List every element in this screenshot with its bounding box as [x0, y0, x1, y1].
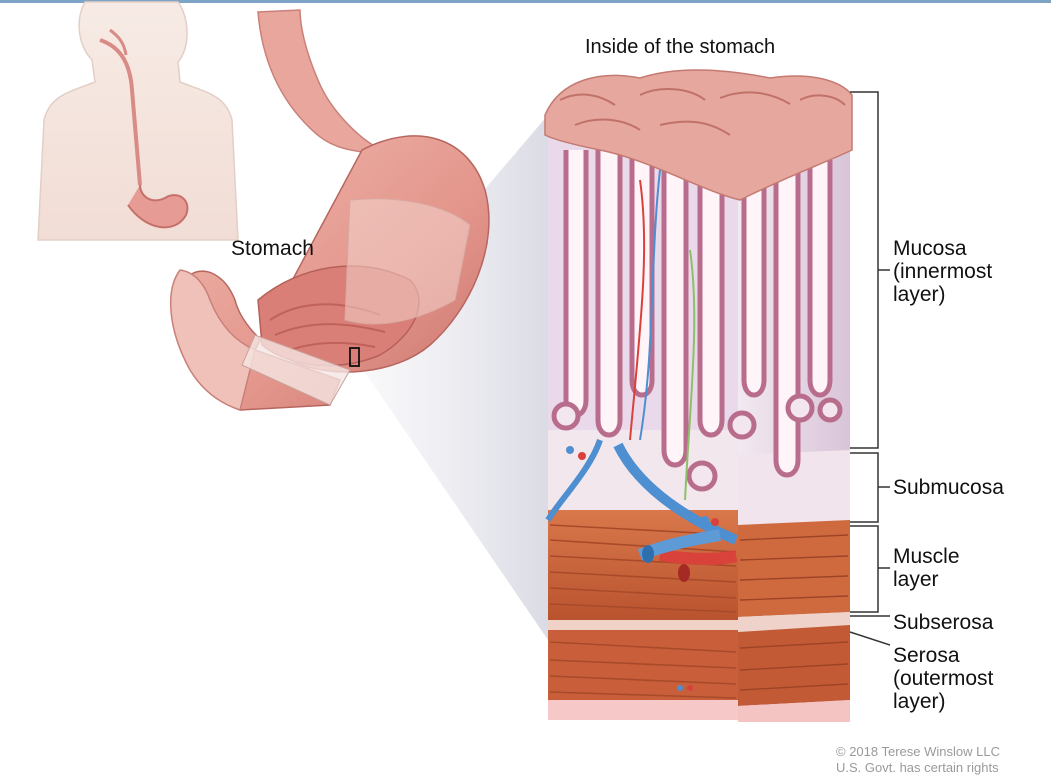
- diagram-title: Inside of the stomach: [585, 36, 776, 58]
- label-stomach: Stomach: [231, 237, 314, 260]
- layer-brackets: [849, 91, 891, 646]
- label-subserosa: Subserosa: [893, 611, 994, 634]
- top-border: [0, 0, 1051, 3]
- torso-figure: [37, 1, 239, 241]
- magnification-cone: [352, 115, 548, 640]
- label-muscle-layer: Muscle layer: [893, 545, 960, 591]
- copyright-credit: © 2018 Terese Winslow LLC U.S. Govt. has…: [836, 744, 1000, 776]
- label-serosa: Serosa (outermost layer): [893, 644, 994, 713]
- label-mucosa: Mucosa (innermost layer): [893, 237, 993, 306]
- sample-location-box: [349, 347, 360, 367]
- label-submucosa: Submucosa: [893, 476, 1004, 499]
- credit-line-2: U.S. Govt. has certain rights: [836, 760, 999, 775]
- credit-line-1: © 2018 Terese Winslow LLC: [836, 744, 1000, 759]
- stomach-organ: [170, 9, 490, 411]
- tissue-block-front: [544, 69, 853, 722]
